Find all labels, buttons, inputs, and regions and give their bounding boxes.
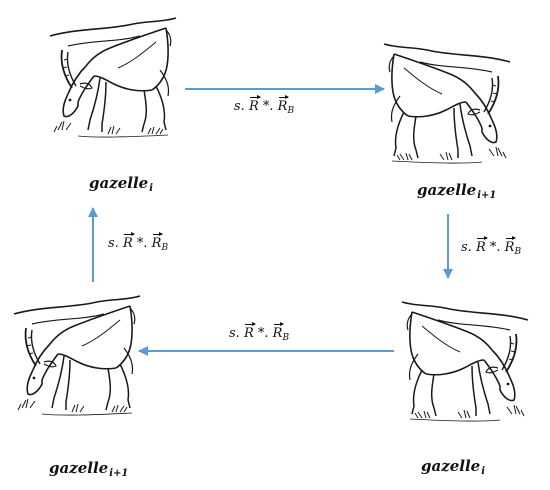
gazelle-image-bottom-left — [13, 295, 141, 416]
edge-label-right: s. R *. RB — [461, 236, 522, 257]
node-label-top-right: gazellei+1 — [417, 181, 497, 201]
gazelle-image-top-right — [383, 43, 511, 164]
edge-label-top: s. R *. RB — [234, 95, 295, 116]
node-label-bottom-left: gazellei+1 — [49, 459, 129, 479]
gazelle-image-top-left — [49, 17, 177, 138]
node-label-top-left: gazellei — [89, 174, 154, 194]
edge-label-left: s. R *. RB — [108, 232, 169, 253]
gazelle-image-bottom-right — [401, 301, 529, 422]
node-label-bottom-right: gazellei — [421, 457, 486, 477]
edge-label-bottom: s. R *. RB — [229, 322, 290, 343]
